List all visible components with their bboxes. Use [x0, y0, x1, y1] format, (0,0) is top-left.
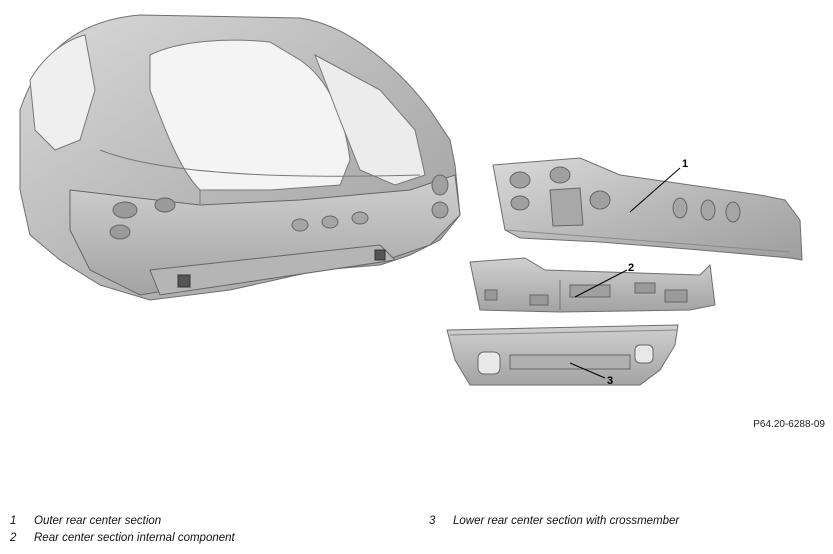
- callout-number-1: 1: [682, 158, 688, 170]
- legend-item-label: Outer rear center section: [34, 515, 162, 527]
- callout-2: 2: [574, 262, 634, 298]
- legend-item: 1 Outer rear center section: [10, 515, 161, 527]
- legend-item-number: 1: [10, 515, 17, 527]
- vehicle-body-rear-section: [19, 14, 461, 301]
- part-outer-rear-center-section: [492, 157, 803, 261]
- callout-3: 3: [569, 362, 613, 387]
- legend-item: 2 Rear center section internal component: [10, 532, 235, 544]
- legend-item-label: Rear center section internal component: [34, 532, 235, 544]
- part-rear-center-section-internal-component: [469, 257, 716, 313]
- legend-item-number: 2: [10, 532, 17, 544]
- parts-illustration: 1 2 3: [19, 14, 803, 387]
- callout-number-3: 3: [607, 375, 613, 387]
- callout-number-2: 2: [628, 262, 634, 274]
- legend-item-label: Lower rear center section with crossmemb…: [453, 515, 680, 527]
- callout-1: 1: [629, 158, 688, 213]
- part-lower-rear-center-section-crossmember: [446, 324, 679, 386]
- legend-item-number: 3: [429, 515, 436, 527]
- legend-item: 3 Lower rear center section with crossmem…: [429, 515, 679, 527]
- figure-reference-code: P64.20-6288-09: [753, 419, 825, 430]
